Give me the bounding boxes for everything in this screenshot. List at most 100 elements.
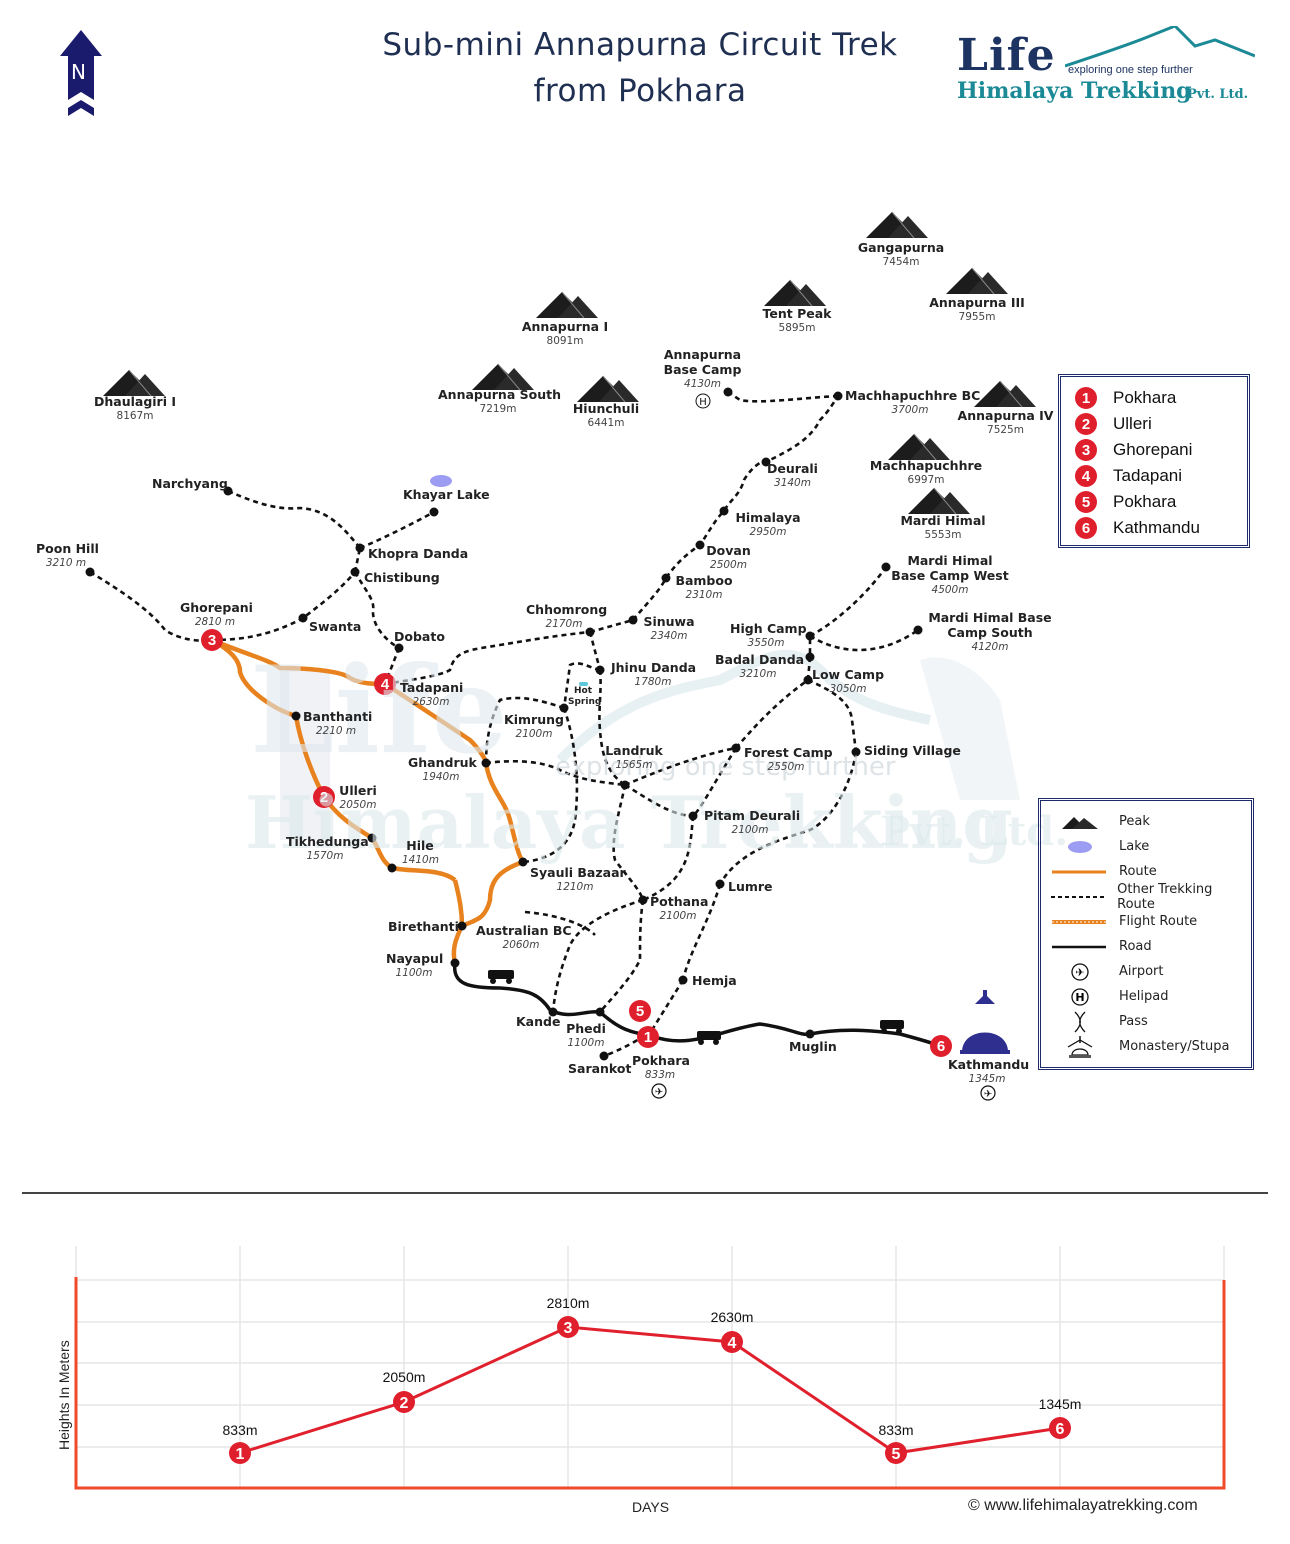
pass-icon [1074, 1011, 1086, 1032]
stupa-icon [960, 990, 1010, 1054]
watermark-tagline: exploring one step further [555, 752, 896, 782]
lake-icon [1068, 840, 1092, 853]
legend-item: Peak [1041, 809, 1251, 834]
profile-axes [74, 1277, 1226, 1490]
svg-text:2: 2 [400, 1395, 409, 1412]
title-line-2: from Pokhara [533, 73, 747, 109]
legend-item: Other Trekking Route [1041, 882, 1251, 912]
svg-text:1: 1 [644, 1029, 652, 1046]
profile-value-label: 2810m [546, 1295, 590, 1311]
legend-item: Route [1041, 859, 1251, 884]
svg-text:2: 2 [320, 789, 328, 806]
svg-text:6: 6 [1056, 1421, 1065, 1438]
place-label: Khopra Danda [368, 546, 469, 561]
legend-item: Monastery/Stupa [1041, 1034, 1251, 1059]
svg-text:H: H [1075, 991, 1084, 1004]
place-label: Dobato [394, 629, 445, 644]
stop-badge: 5 [1075, 491, 1097, 513]
page-title: Sub-mini Annapurna Circuit Trek from Pok… [330, 22, 950, 114]
place-dots [85, 387, 923, 1061]
peak-icon [1062, 816, 1098, 829]
road [453, 962, 941, 1048]
place-label: Lumre [728, 879, 773, 894]
legend-item: Pass [1041, 1009, 1251, 1034]
svg-text:5: 5 [636, 1003, 644, 1020]
watermark-company: Himalaya Trekking [245, 780, 1013, 865]
stop-badge: 1 [1075, 387, 1097, 409]
stop-badge: 6 [1075, 517, 1097, 539]
main-route [210, 637, 525, 964]
symbol-legend: Peak Lake Route Other Trekking Route Fli… [1038, 798, 1254, 1070]
stop-badge: 2 [1075, 413, 1097, 435]
svg-text:✈: ✈ [984, 1089, 992, 1100]
place-label: Birethanti [388, 919, 459, 934]
airport-icons [651, 1083, 996, 1101]
svg-text:✈: ✈ [1075, 966, 1084, 979]
stop-badge: 3 [1075, 439, 1097, 461]
legend-item: Flight Route [1041, 909, 1251, 934]
copyright-link[interactable]: © www.lifehimalayatrekking.com [968, 1497, 1198, 1514]
x-axis-label: DAYS [632, 1499, 670, 1515]
svg-text:H: H [699, 397, 707, 408]
place-label: Sarankot [568, 1061, 632, 1076]
watermark-life: Life [250, 640, 508, 781]
hot-spring-icon [579, 682, 588, 686]
brand-suffix: Pvt. Ltd. [1187, 87, 1249, 102]
brand-logo: Life exploring one step further Himalaya… [955, 22, 1265, 112]
stop-badge: 4 [1075, 465, 1097, 487]
svg-text:6: 6 [937, 1038, 945, 1055]
itinerary-markers: 1 2 3 4 5 6 [201, 629, 952, 1057]
lake-icon [430, 475, 452, 487]
profile-markers: 1 2 3 4 5 6 [229, 1316, 1071, 1464]
svg-text:4: 4 [728, 1335, 737, 1352]
dashed-line-icon [1051, 895, 1106, 898]
place-label: Swanta [309, 619, 362, 634]
title-line-1: Sub-mini Annapurna Circuit Trek [382, 27, 898, 63]
airport-icon: ✈ [1071, 962, 1089, 981]
profile-value-label: 2630m [710, 1309, 754, 1325]
svg-text:5: 5 [892, 1446, 901, 1463]
section-divider [22, 1192, 1268, 1194]
profile-value-label: 833m [878, 1422, 914, 1438]
brand-tagline: exploring one step further [1068, 64, 1193, 76]
north-arrow-icon [60, 30, 102, 116]
place-label: Chistibung [364, 570, 440, 585]
